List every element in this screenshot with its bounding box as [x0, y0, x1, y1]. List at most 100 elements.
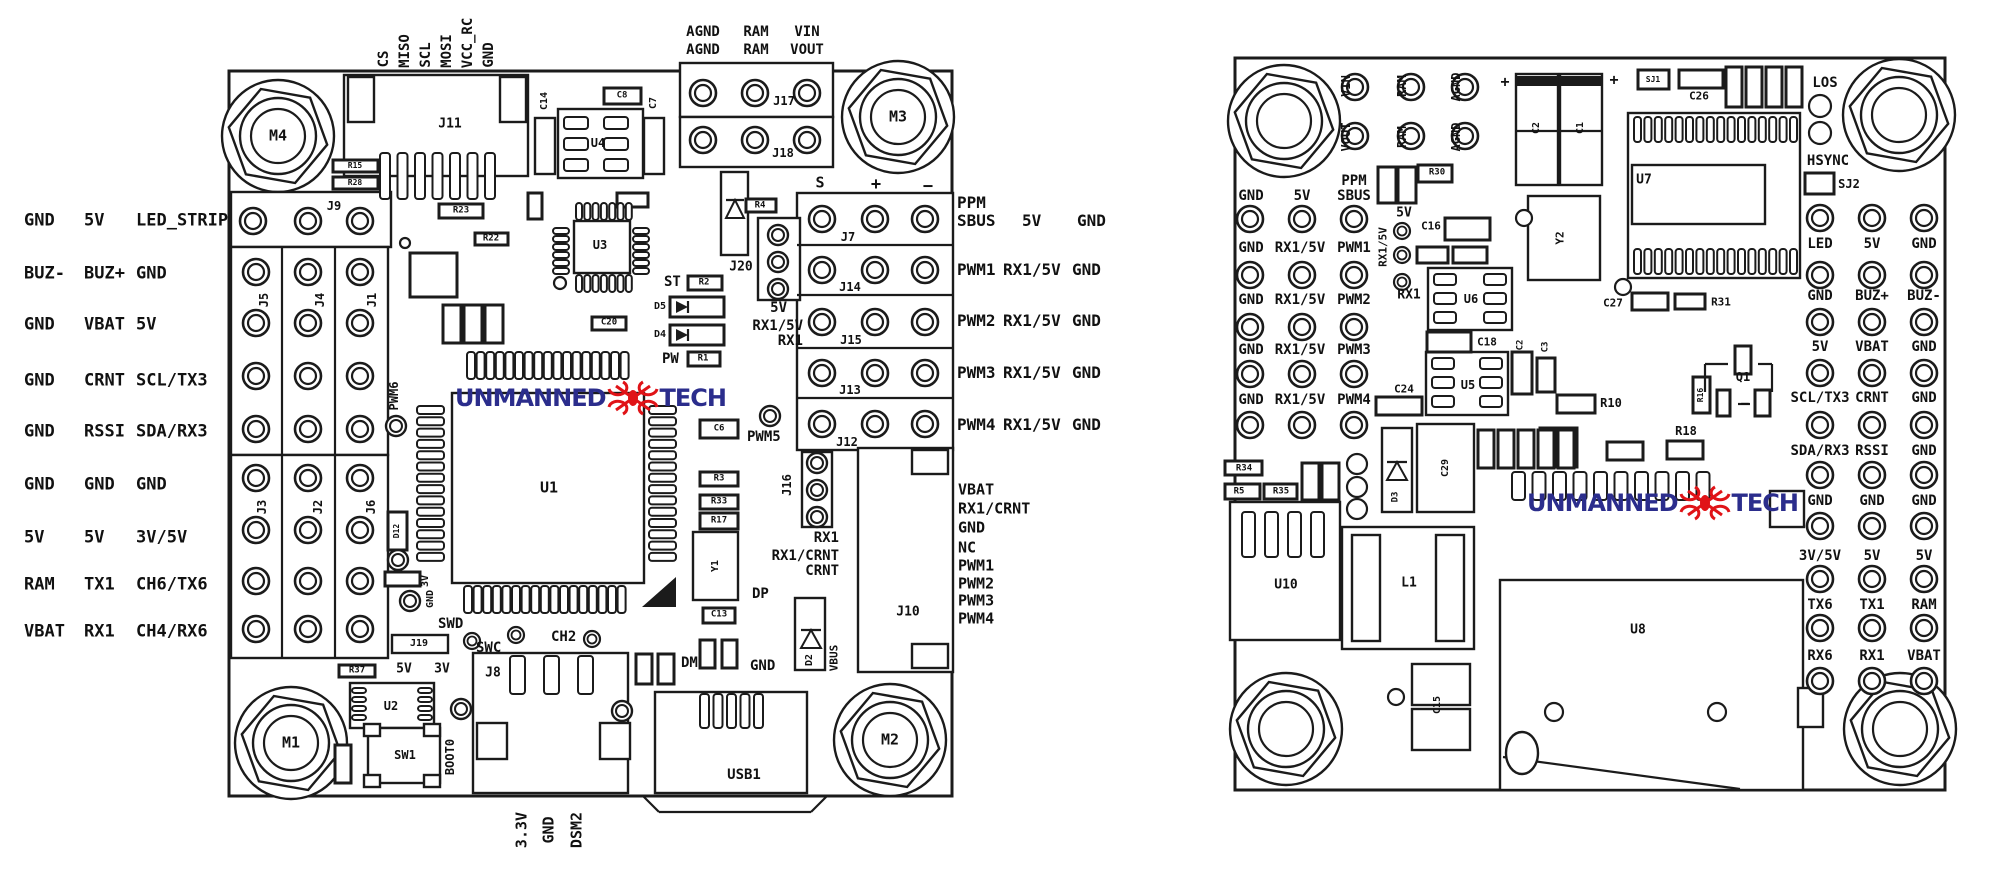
pin-slot [1757, 116, 1767, 143]
pin-slot [600, 351, 611, 380]
pin-slot [417, 696, 433, 703]
pin-slot [591, 274, 600, 293]
component-outline [698, 418, 740, 440]
pad [1857, 666, 1887, 696]
pin-slot [416, 427, 445, 438]
silkscreen-line [810, 795, 828, 813]
component-outline [1784, 65, 1804, 109]
pad [1909, 203, 1939, 233]
pin-slot [1674, 248, 1684, 275]
pad [1857, 307, 1887, 337]
component-outline [1724, 65, 1744, 109]
component-outline [362, 722, 382, 738]
pad [293, 515, 323, 545]
component-outline [1673, 292, 1707, 311]
pin-slot [648, 484, 677, 495]
component-outline [602, 86, 643, 106]
pad [345, 463, 375, 493]
pin-slot [416, 529, 445, 540]
component-outline [1223, 482, 1262, 501]
pad [1287, 410, 1317, 440]
pin-slot [542, 351, 553, 380]
pin-slot [624, 202, 633, 221]
pin-slot [552, 251, 570, 259]
pin-slot [1695, 116, 1705, 143]
component-outline [1665, 439, 1705, 461]
hole [1706, 701, 1728, 723]
pin-slot [1726, 248, 1736, 275]
component-outline [668, 323, 726, 347]
mount-nut [1228, 671, 1344, 787]
pin-slot [1613, 471, 1629, 501]
pad [238, 206, 268, 236]
pin-slot [1726, 116, 1736, 143]
component-outline [1498, 578, 1805, 792]
pin-slot [1531, 471, 1547, 501]
component-outline [1300, 461, 1321, 502]
pin-slot [1241, 511, 1256, 558]
pad [1287, 312, 1317, 342]
pad [807, 307, 837, 337]
pin-slot [475, 351, 486, 380]
pin-slot [568, 585, 579, 614]
pad [506, 625, 526, 645]
pad [293, 566, 323, 596]
pad [1339, 260, 1369, 290]
pad [807, 255, 837, 285]
pad [293, 308, 323, 338]
pad [1909, 511, 1939, 541]
pad [1857, 203, 1887, 233]
pin-slot [416, 438, 445, 449]
pin-slot [1634, 471, 1649, 501]
component-outline [1636, 68, 1671, 91]
pad [860, 307, 890, 337]
pin-slot [1483, 311, 1507, 324]
pad [610, 699, 634, 723]
component-outline [1451, 245, 1489, 265]
component-outline [386, 510, 409, 552]
brand-text-left: UNMANNED [455, 384, 607, 412]
pin-slot [599, 202, 608, 221]
pad [1235, 410, 1265, 440]
brand-logo-left: UNMANNED TECH [455, 379, 727, 417]
pin-slot [1483, 292, 1507, 305]
pad [860, 358, 890, 388]
component-outline [498, 75, 528, 124]
pin-slot [466, 351, 476, 380]
pad [910, 204, 940, 234]
hole [1386, 687, 1406, 707]
pin-slot [351, 696, 367, 703]
pad [1805, 260, 1835, 290]
pin-slot [1633, 248, 1642, 275]
pad [1857, 511, 1887, 541]
pad [1339, 204, 1369, 234]
component-outline [362, 773, 382, 789]
component-outline [1476, 428, 1496, 470]
hole [552, 275, 568, 291]
pin-slot [1747, 248, 1757, 275]
pin-slot [552, 235, 570, 243]
pad [462, 631, 482, 651]
component-outline [572, 219, 632, 275]
pad [1805, 203, 1835, 233]
pad [345, 515, 375, 545]
drone-icon [1679, 485, 1730, 521]
pin-slot [563, 158, 589, 172]
component-outline [720, 638, 739, 670]
pin-slot [648, 529, 677, 540]
component-outline [1555, 393, 1597, 415]
pin-slot [1431, 357, 1455, 370]
pad [792, 125, 822, 155]
component-outline [526, 191, 544, 221]
component-outline [473, 231, 510, 247]
component-outline [698, 511, 740, 531]
pad [293, 257, 323, 287]
pad [805, 478, 829, 502]
pin-slot [520, 585, 531, 614]
component-outline [533, 116, 557, 176]
pad [241, 257, 271, 287]
pin-slot [1264, 511, 1279, 558]
motor-mount-m3 [840, 59, 956, 175]
pin-slot [552, 351, 563, 380]
